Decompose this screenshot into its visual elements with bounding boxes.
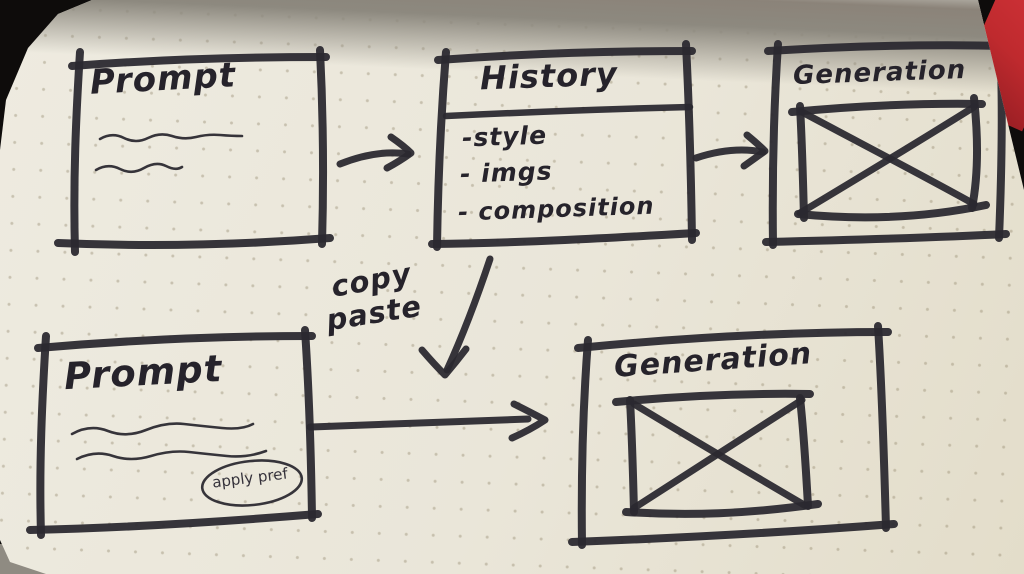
text-scribble-lines bbox=[70, 422, 268, 461]
history-item-imgs: - imgs bbox=[459, 156, 553, 189]
image-placeholder-icon bbox=[788, 94, 990, 222]
node-history-title: History bbox=[479, 54, 619, 98]
node-generation-bottom-box bbox=[568, 322, 898, 549]
arrow-curved-down-icon bbox=[418, 255, 494, 379]
history-divider-line bbox=[442, 103, 694, 120]
arrow-right-icon bbox=[336, 133, 415, 172]
arrow-right-long-icon bbox=[306, 400, 549, 442]
image-placeholder-icon bbox=[612, 389, 822, 518]
history-item-composition: - composition bbox=[457, 191, 655, 227]
node-prompt-bottom-box bbox=[26, 326, 322, 539]
node-generation-top-title: Generation bbox=[792, 54, 967, 92]
arrow-right-icon bbox=[692, 131, 769, 170]
text-scribble-lines bbox=[94, 133, 244, 174]
node-history-box bbox=[428, 40, 700, 251]
node-generation-top-box bbox=[762, 36, 1012, 249]
node-prompt-top-box bbox=[54, 46, 334, 256]
node-prompt-bottom-title: Prompt bbox=[62, 346, 224, 399]
apply-pref-badge-outline bbox=[200, 459, 304, 507]
history-item-style: -style bbox=[461, 120, 548, 153]
node-prompt-top-title: Prompt bbox=[89, 55, 237, 103]
